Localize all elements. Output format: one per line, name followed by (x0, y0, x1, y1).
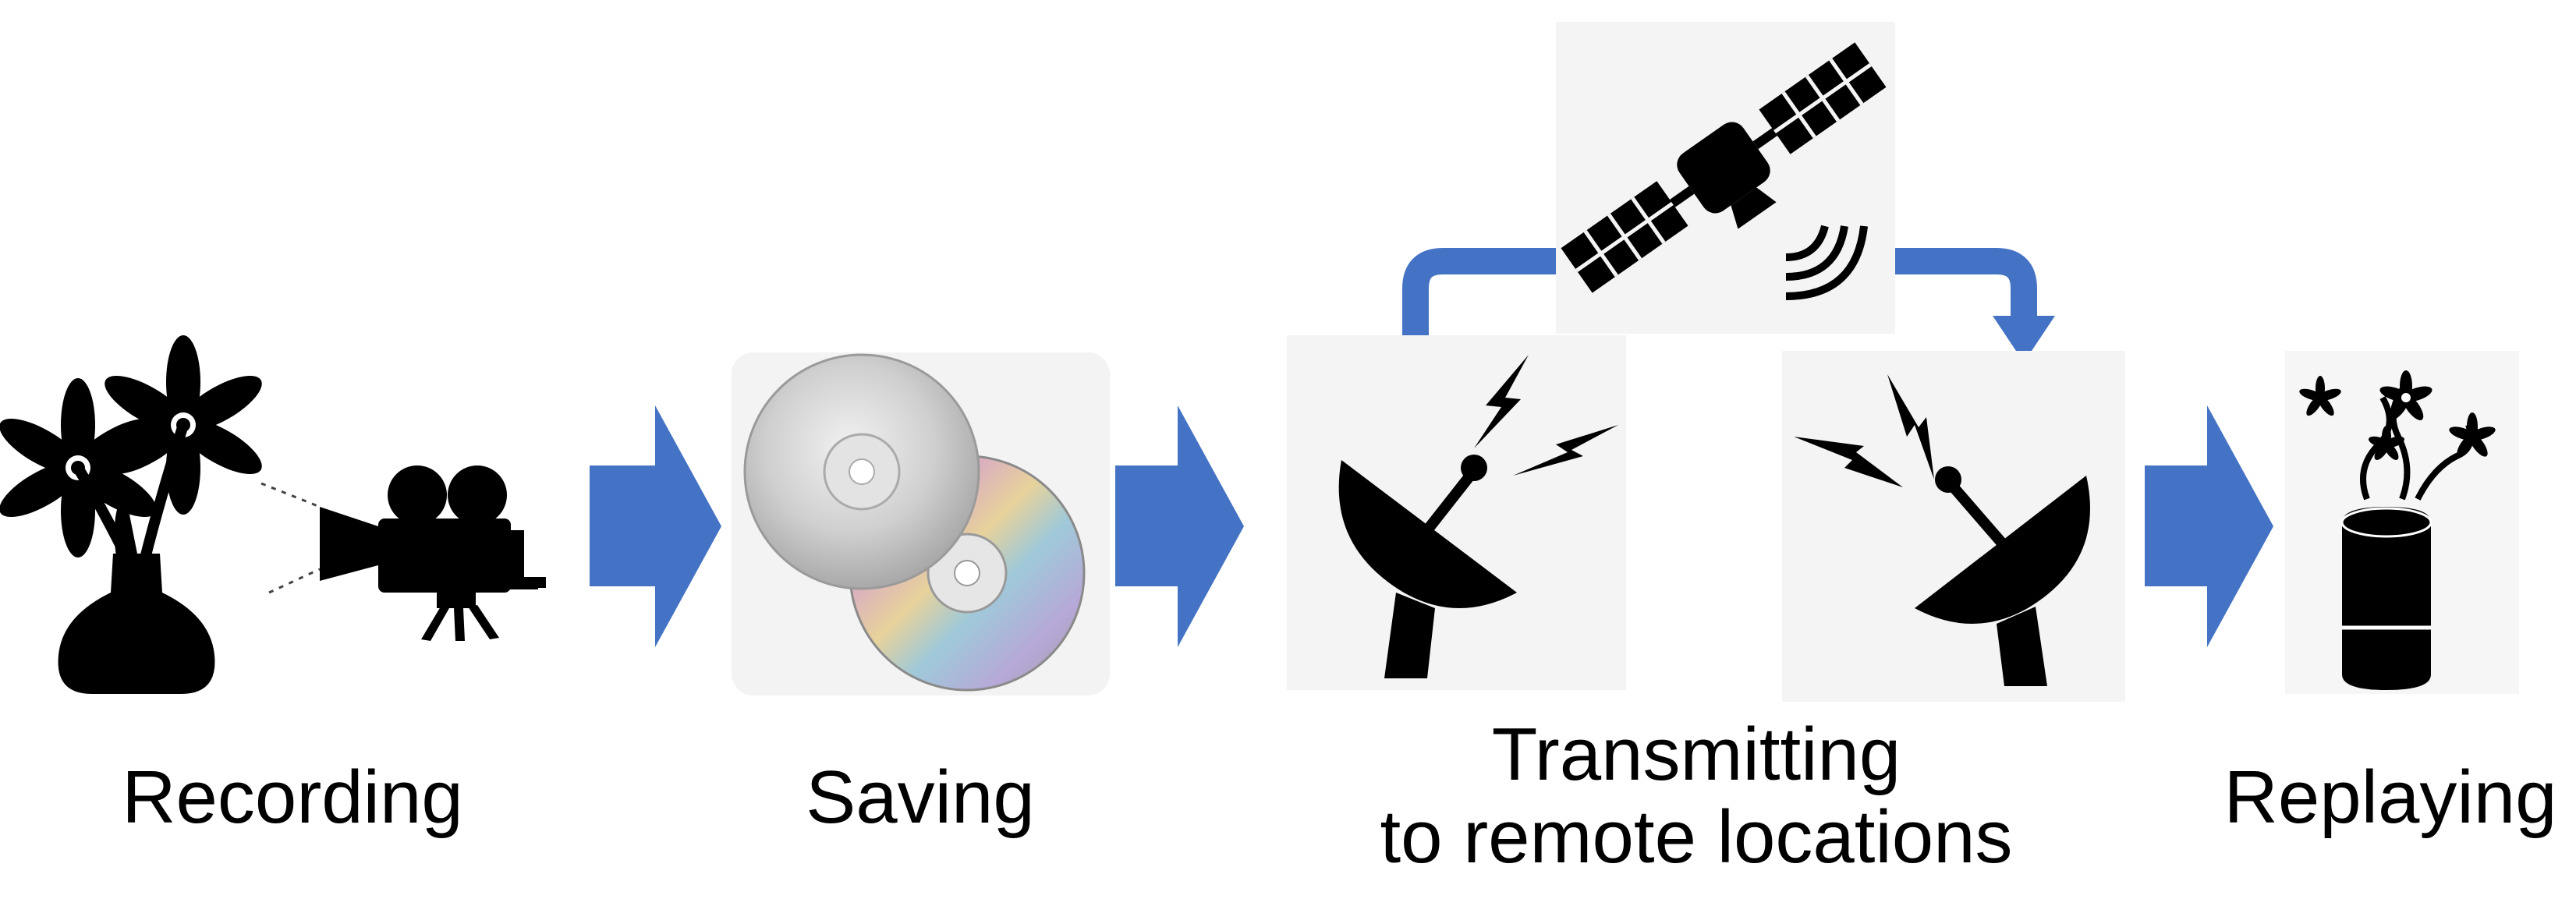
recording-label: Recording (122, 756, 463, 839)
transmitting-label-line1: Transmitting (1491, 713, 1901, 796)
transmitting-label: Transmitting to remote locations (1326, 713, 2067, 878)
movie-camera-icon (320, 465, 546, 641)
saving-label: Saving (806, 756, 1035, 839)
receiving-dish-icon (1782, 351, 2125, 702)
replaying-label: Replaying (2223, 756, 2557, 839)
satellite-icon (1556, 22, 1895, 334)
camera-view-lines (260, 482, 321, 594)
transmitting-label-line2: to remote locations (1380, 795, 2013, 879)
satellite-dish-icon (1287, 335, 1626, 690)
uplink-arrow (1402, 248, 1556, 335)
flow-arrow-2 (1115, 405, 1244, 647)
downlink-arrow (1895, 248, 2055, 363)
cylinder-diffuser-icon (2285, 351, 2519, 694)
flow-arrow-3 (2145, 405, 2273, 647)
disc-icon (732, 352, 1110, 695)
flower-vase-icon (0, 335, 262, 694)
flow-arrow-1 (590, 405, 721, 647)
